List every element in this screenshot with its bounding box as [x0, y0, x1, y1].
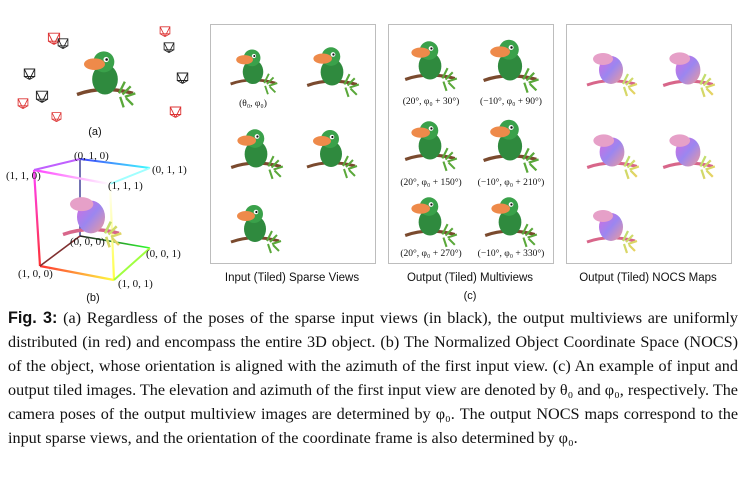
nocs-map-5	[585, 208, 639, 255]
output-view-6	[483, 195, 539, 249]
output-pose-label-5: (20°, φ₀ + 270°)	[400, 249, 462, 259]
output-multiviews-tile: (20°, φ₀ + 30°) (−10°, φ₀ + 90°) (20°, φ…	[388, 24, 554, 264]
input-view-3	[229, 127, 285, 181]
corner-101: (1, 0, 1)	[118, 278, 153, 290]
corner-010: (0, 1, 0)	[74, 150, 109, 162]
corner-100: (1, 0, 0)	[18, 268, 53, 280]
nocs-map-3	[585, 132, 641, 181]
panel-a-label: (a)	[88, 126, 102, 138]
panel-b: (0, 1, 0) (1, 1, 0) (0, 1, 1) (1, 1, 1) …	[0, 144, 200, 300]
nocs-cube	[32, 158, 151, 282]
output-pose-label-1: (20°, φ₀ + 30°)	[402, 97, 460, 107]
caption-text: (a) Regardless of the poses of the spars…	[8, 309, 738, 447]
caption-label: Fig. 3:	[8, 309, 58, 327]
corner-110: (1, 1, 0)	[6, 170, 41, 182]
output-view-2	[481, 38, 541, 95]
corner-000: (0, 0, 0)	[70, 236, 105, 248]
panel-c-label: (c)	[463, 290, 477, 302]
figure-caption: Fig. 3: (a) Regardless of the poses of t…	[8, 306, 738, 450]
nocs-map-2	[661, 50, 717, 99]
input-view-4	[305, 128, 359, 180]
output-pose-label-2: (−10°, φ₀ + 90°)	[480, 97, 542, 107]
input-view-1	[228, 47, 280, 97]
output-view-4	[481, 118, 541, 175]
camera-rig-illustration	[17, 26, 189, 123]
panel-b-label: (b)	[86, 292, 100, 304]
nocs-map-4	[661, 132, 717, 181]
output-view-5	[403, 195, 459, 249]
output-view-3	[403, 119, 459, 173]
input-view-5	[229, 203, 283, 255]
output-pose-label-3: (20°, φ₀ + 150°)	[400, 178, 462, 188]
output-view-1	[403, 39, 459, 93]
corner-011: (0, 1, 1)	[152, 164, 187, 176]
output-panel-title: Output (Tiled) Multiviews	[406, 272, 534, 284]
nocs-maps-tile	[566, 24, 732, 264]
input-pose-label: (θ₀, φ₀)	[239, 99, 267, 109]
nocs-map-1	[585, 51, 639, 98]
output-pose-label-6: (−10°, φ₀ + 330°)	[477, 249, 545, 259]
corner-111: (1, 1, 1)	[108, 180, 143, 192]
input-panel-title: Input (Tiled) Sparse Views	[224, 272, 360, 284]
input-view-2	[305, 45, 361, 99]
nocs-panel-title: Output (Tiled) NOCS Maps	[579, 272, 717, 284]
corner-001: (0, 0, 1)	[146, 248, 181, 260]
input-views-tile: (θ₀, φ₀)	[210, 24, 376, 264]
output-pose-label-4: (−10°, φ₀ + 210°)	[477, 178, 545, 188]
panel-a	[10, 18, 190, 130]
